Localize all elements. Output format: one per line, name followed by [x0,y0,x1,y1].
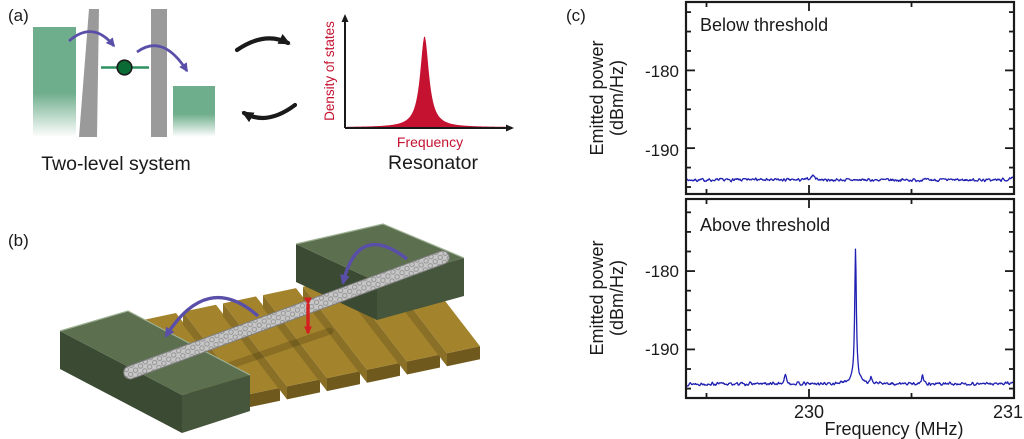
gate-finger-front-face [367,362,400,383]
energy-exchange-cycle [234,33,298,123]
coupling-arrow-left-icon [164,295,260,338]
y-tick-label--190-bottom: -190 [645,340,679,359]
gate-finger-top-face [223,296,320,387]
resonator-caption: Resonator [388,152,478,174]
panel-b-label: (b) [8,231,29,250]
gate-finger-front-face [247,387,280,408]
panel-a-label: (a) [8,6,29,25]
drain-reservoir [173,86,215,137]
y-tick-label--180-top: -180 [645,62,679,81]
cycle-arrow-top-icon [234,33,291,53]
x-tick-label-231: 231 [993,402,1023,422]
plot-frame [684,0,1016,196]
right-contact-edge-highlight [295,223,465,259]
electron-hop-left-arrow-icon [68,30,116,48]
source-reservoir [33,27,76,137]
gate-finger-front-face [407,354,440,375]
y-axis-label-line1-top: Emitted power [587,40,607,155]
x-tick-label-230: 230 [794,402,824,422]
coupling-arrow-right-icon [340,242,409,285]
resonator-schematic-plot: Density of states Frequency [322,14,514,150]
y-tick-label--190-top: -190 [645,141,679,160]
panel-b-device-illustration: (b) [8,223,480,433]
plot-title-below-threshold: Below threshold [700,15,828,35]
gate-finger-front-face [327,371,360,392]
right-contact-front-face [296,244,377,320]
gate-finger-front-face [447,346,480,367]
y-axis-label-line1-bottom: Emitted power [587,240,607,355]
quantum-dot [116,59,133,76]
left-contact-front-face [60,331,182,433]
y-tick-label--180-bottom: -180 [645,262,679,281]
cycle-arrow-bottom-icon [241,102,298,123]
plot-frame [684,197,1016,400]
plot-title-above-threshold: Above threshold [700,215,830,235]
electron-hop-right-arrow-icon [136,44,189,73]
left-contact-side-face [182,375,250,433]
x-axis-label: Frequency (MHz) [824,419,963,439]
left-contact-edge-highlight [59,310,251,376]
left-contact-block [59,310,251,433]
gate-finger-front-face [287,379,320,400]
y-axis-label-line2-top: (dBm/Hz) [607,60,627,136]
carbon-nanotube [123,250,450,380]
panel-c-label: (c) [566,6,586,25]
spectrum-plot-below-threshold: Below threshold -180 -190 Emitted power … [587,0,1016,196]
right-contact-side-face [377,258,464,320]
resonator-peak [347,36,512,128]
y-axis-label-line2-bottom: (dBm/Hz) [607,260,627,336]
spectrum-trace [687,248,1013,387]
resonator-y-axis-label: Density of states [322,21,337,121]
resonator-x-axis-label: Frequency [397,134,463,150]
gate-finger-top-face [183,304,280,395]
gate-finger-side-face [303,286,367,383]
panel-a-schematic: (a) Density of states Frequency Two-leve… [8,6,514,175]
panel-c-spectra: (c) Below threshold -180 -190 Emitted po… [566,0,1023,439]
tunnel-barrier-right [151,9,167,137]
two-level-system-caption: Two-level system [41,153,191,175]
spectrum-plot-above-threshold: Above threshold -180 -190 Emitted power … [587,197,1016,400]
tunnel-barrier-left [79,9,99,137]
spectrum-trace [687,174,1013,183]
two-level-system-diagram [33,9,215,137]
left-contact-top-face [60,311,250,395]
